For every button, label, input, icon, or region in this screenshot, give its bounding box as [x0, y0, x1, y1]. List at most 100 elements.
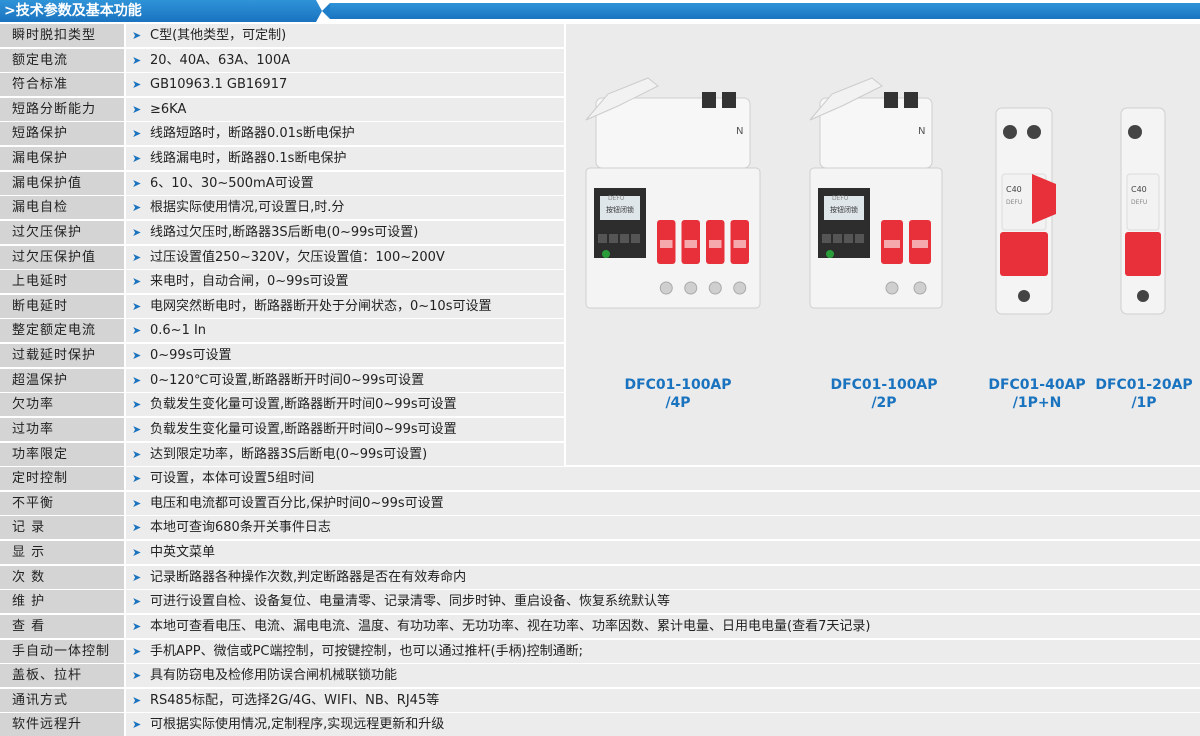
- spec-value: ➤过压设置值250~320V，欠压设置值：100~200V: [126, 245, 564, 269]
- spec-value: ➤20、40A、63A、100A: [126, 48, 564, 72]
- spec-row: 查 看➤本地可查看电压、电流、漏电电流、温度、有功功率、无功功率、视在功率、功率…: [0, 614, 1200, 638]
- spec-row: 软件远程升➤可根据实际使用情况,定制程序,实现远程更新和升级: [0, 713, 1200, 736]
- product-model: DFC01-100AP: [830, 377, 938, 393]
- header-rule: [322, 3, 1200, 19]
- lcd-text: 按钮闭锁: [830, 205, 858, 214]
- rating-label: C40: [1006, 185, 1022, 194]
- arrow-icon: ➤: [132, 718, 142, 732]
- arrow-icon: ➤: [132, 324, 142, 338]
- arrow-icon: ➤: [132, 176, 142, 190]
- product-model: DFC01-20AP: [1095, 377, 1193, 393]
- arrow-icon: ➤: [132, 29, 142, 42]
- spec-row: 盖板、拉杆➤ 具有防窃电及检修用防误合闸机械联锁功能: [0, 664, 1200, 688]
- pole-highlight: [709, 240, 722, 248]
- spec-label: 过欠压保护值: [0, 245, 124, 269]
- arrow-icon: ➤: [132, 398, 142, 412]
- arrow-icon: ➤: [132, 275, 142, 289]
- spec-value-text: 可设置，本体可设置5组时间: [150, 471, 315, 487]
- spec-label: 超温保护: [0, 368, 124, 392]
- spec-value: ➤ 电网突然断电时，断路器断开处于分闸状态，0~10s可设置: [126, 294, 564, 318]
- spec-value: ➤手机APP、微信或PC端控制，可按键控制，也可以通过推杆(手柄)控制通断;: [126, 639, 1200, 663]
- spec-value-text: 电网突然断电时，断路器断开处于分闸状态，0~10s可设置: [150, 298, 492, 314]
- product-poles: /4P: [665, 395, 691, 411]
- product-caption: DFC01-40AP/1P+N: [985, 376, 1089, 412]
- spec-row: 额定电流➤20、40A、63A、100A: [0, 48, 1200, 72]
- spec-row: 整定额定电流➤0.6~1 In: [0, 319, 1200, 343]
- pole-highlight: [660, 240, 673, 248]
- spec-label: 过载延时保护: [0, 344, 124, 368]
- spec-label: 额定电流: [0, 48, 124, 72]
- product-poles: /2P: [871, 395, 897, 411]
- arrow-icon: ➤: [132, 152, 142, 166]
- spec-value: ➤ 6、10、30~500mA可设置: [126, 171, 564, 195]
- spec-row: 漏电自检➤根据实际使用情况,可设置日,时.分: [0, 196, 1200, 220]
- spec-value-text: 0~99s可设置: [150, 348, 232, 364]
- spec-label: 过功率: [0, 417, 124, 441]
- spec-value-text: 6、10、30~500mA可设置: [150, 175, 314, 191]
- spec-value: ➤ 具有防窃电及检修用防误合闸机械联锁功能: [126, 664, 1200, 688]
- spec-value-text: GB10963.1 GB16917: [150, 77, 288, 93]
- spec-value-text: 0~120℃可设置,断路器断开时间0~99s可设置: [150, 372, 425, 388]
- pole-highlight: [733, 240, 746, 248]
- bottom-terminal: [1018, 290, 1030, 302]
- spec-row: 次 数➤记录断路器各种操作次数,判定断路器是否在有效寿命内: [0, 565, 1200, 589]
- arrow-icon: ➤: [132, 472, 142, 486]
- arrow-icon: ➤: [132, 669, 142, 683]
- lcd-screen: [824, 196, 864, 220]
- breaker-pole: [1125, 232, 1161, 276]
- cover-label: N: [918, 126, 925, 137]
- arrow-icon: ➤: [132, 78, 142, 92]
- arrow-icon: ➤: [132, 299, 142, 313]
- spec-row: 手自动一体控制➤手机APP、微信或PC端控制，可按键控制，也可以通过推杆(手柄)…: [0, 639, 1200, 663]
- top-terminal: [1003, 125, 1017, 139]
- spec-label: 软件远程升: [0, 713, 124, 736]
- arrow-icon: ➤: [132, 570, 142, 584]
- pole-highlight: [884, 240, 900, 248]
- spec-row: 过载延时保护 ➤ 0~99s可设置: [0, 344, 1200, 368]
- spec-row: 不平衡➤电压和电流都可设置百分比,保护时间0~99s可设置: [0, 491, 1200, 515]
- status-led: [826, 250, 834, 258]
- lcd-button: [822, 234, 831, 243]
- spec-value-text: 记录断路器各种操作次数,判定断路器是否在有效寿命内: [150, 569, 467, 585]
- spec-label: 漏电保护: [0, 147, 124, 171]
- spec-value-text: 具有防窃电及检修用防误合闸机械联锁功能: [150, 668, 398, 684]
- spec-value-text: 本地可查看电压、电流、漏电电流、温度、有功功率、无功功率、视在功率、功率因数、累…: [150, 618, 871, 634]
- arrow-icon: ➤: [132, 349, 142, 363]
- spec-label: 上电延时: [0, 270, 124, 294]
- spec-label: 符合标准: [0, 73, 124, 97]
- bottom-terminal: [708, 281, 722, 295]
- spec-value-text: C型(其他类型，可定制): [150, 28, 287, 43]
- terminal-screw: [904, 92, 918, 108]
- bottom-terminal: [1137, 290, 1149, 302]
- spec-row: 短路保护➤线路短路时，断路器0.01s断电保护: [0, 122, 1200, 146]
- spec-value: ➤中英文菜单: [126, 541, 1200, 565]
- cover-label: N: [736, 126, 743, 137]
- spec-row: 显 示➤中英文菜单: [0, 541, 1200, 565]
- spec-value: ➤0.6~1 In: [126, 319, 564, 343]
- spec-value: ➤ 线路漏电时，断路器0.1s断电保护: [126, 147, 564, 171]
- bottom-terminal: [913, 281, 927, 295]
- spec-label: 记 录: [0, 516, 124, 540]
- spec-label: 盖板、拉杆: [0, 664, 124, 688]
- spec-row: 过欠压保护➤线路过欠压时,断路器3S后断电(0~99s可设置): [0, 220, 1200, 244]
- spec-label: 查 看: [0, 614, 124, 638]
- arrow-icon: ➤: [132, 521, 142, 535]
- product-caption: DFC01-100AP/2P: [824, 376, 944, 412]
- spec-value-text: RS485标配，可选择2G/4G、WIFI、NB、RJ45等: [150, 692, 440, 708]
- arrow-icon: ➤: [132, 102, 142, 116]
- front-panel: [1126, 173, 1160, 231]
- spec-value: ➤本地可查看电压、电流、漏电电流、温度、有功功率、无功功率、视在功率、功率因数、…: [126, 614, 1200, 638]
- spec-value-text: 负载发生变化量可设置,断路器断开时间0~99s可设置: [150, 397, 457, 413]
- arrow-icon: ➤: [132, 53, 142, 67]
- top-terminal: [1027, 125, 1041, 139]
- section-header: >技术参数及基本功能: [0, 0, 1200, 22]
- arrow-icon: ➤: [132, 422, 142, 436]
- spec-row: 通讯方式➤RS485标配，可选择2G/4G、WIFI、NB、RJ45等: [0, 688, 1200, 712]
- spec-row: 符合标准 ➤ GB10963.1 GB16917: [0, 73, 1200, 97]
- spec-value-text: 可进行设置自检、设备复位、电量清零、记录清零、同步时钟、重启设备、恢复系统默认等: [150, 594, 671, 610]
- spec-row: 欠功率➤负载发生变化量可设置,断路器断开时间0~99s可设置: [0, 393, 1200, 417]
- spec-value-text: 线路漏电时，断路器0.1s断电保护: [150, 151, 347, 167]
- bottom-terminal: [684, 281, 698, 295]
- spec-value: ➤线路短路时，断路器0.01s断电保护: [126, 122, 564, 146]
